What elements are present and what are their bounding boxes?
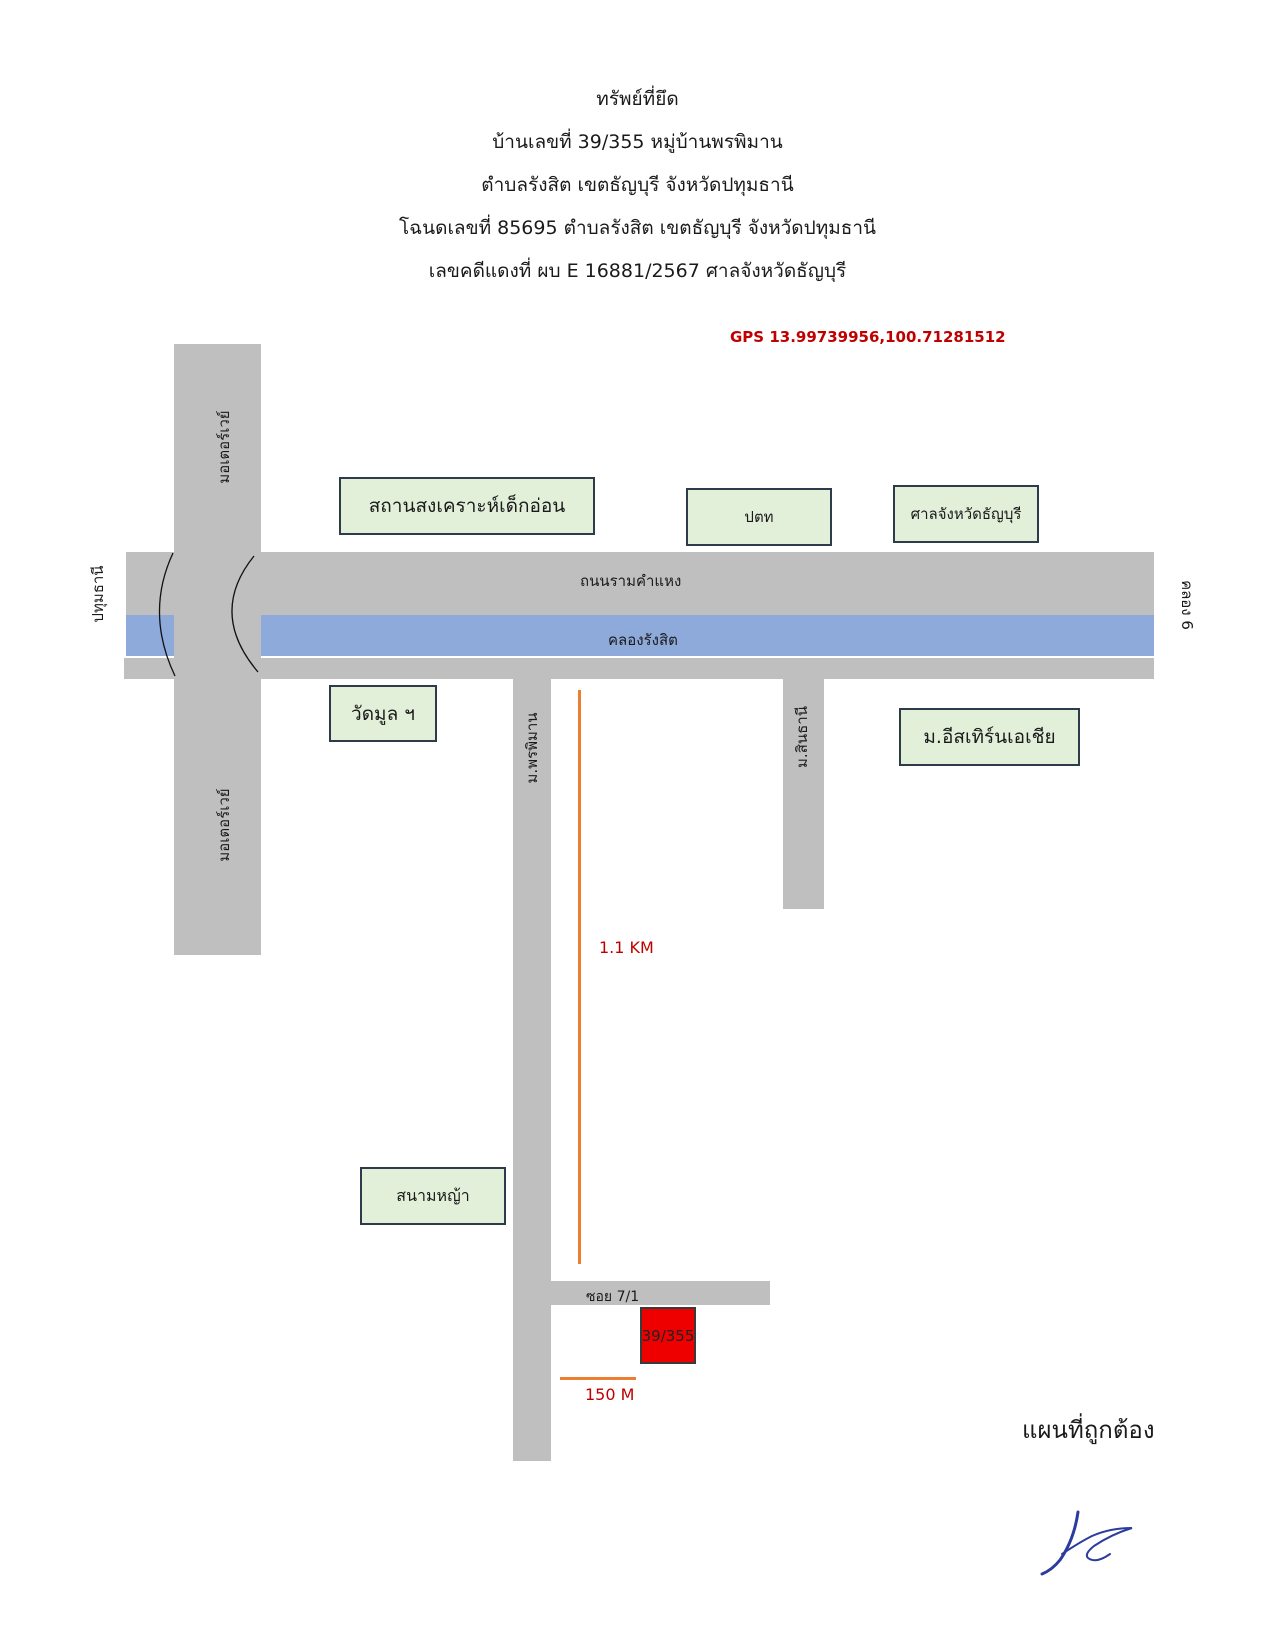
interchange-arcs: [158, 552, 259, 677]
motorway-top-label: มอเตอร์เวย์: [215, 410, 233, 484]
distance-line-long: [578, 690, 581, 1264]
distance-short-label: 150 M: [585, 1385, 635, 1404]
header-title: ทรัพย์ที่ยึด: [596, 88, 679, 110]
khlong-rangsit-canal: [126, 615, 1154, 656]
house-label: 39/355: [641, 1327, 695, 1345]
temple-landmark: วัดมูล ฯ: [329, 685, 437, 742]
header-address: บ้านเลขที่ 39/355 หมู่บ้านพรพิมาน: [492, 131, 783, 153]
court-landmark: ศาลจังหวัดธัญบุรี: [893, 485, 1039, 543]
header-subdistrict: ตำบลรังสิต เขตธัญบุรี จังหวัดปทุมธานี: [481, 174, 794, 196]
khlong6-label: คลอง 6: [1178, 580, 1196, 630]
motorway-road: [174, 344, 261, 955]
sinthani-label: ม.สินธานี: [793, 706, 811, 768]
motorway-bottom-label: มอเตอร์เวย์: [215, 788, 233, 862]
university-landmark: ม.อีสเทิร์นเอเชีย: [899, 708, 1080, 766]
distance-line-short: [560, 1377, 636, 1380]
khlong-rangsit-label: คลองรังสิต: [608, 631, 678, 649]
document-header: ทรัพย์ที่ยึด บ้านเลขที่ 39/355 หมู่บ้านพ…: [0, 78, 1275, 293]
header-deed: โฉนดเลขที่ 85695 ตำบลรังสิต เขตธัญบุรี จ…: [398, 217, 877, 239]
ramkhamhaeng-label: ถนนรามคำแหง: [580, 572, 682, 590]
field-landmark: สนามหญ้า: [360, 1167, 506, 1225]
phonphiman-label: ม.พรพิมาน: [523, 712, 541, 784]
signature-mark: [1040, 1510, 1133, 1576]
ramkhamhaeng-road: [126, 552, 1154, 615]
soi-7-1-label: ซอย 7/1: [586, 1289, 640, 1305]
gas-station-landmark: ปตท: [686, 488, 832, 546]
soi-7-1-road: [551, 1281, 770, 1305]
phonphiman-road: [513, 679, 551, 1461]
gps-coordinates: GPS 13.99739956,100.71281512: [730, 328, 1006, 346]
header-case-number: เลขคดีแดงที่ ผบ E 16881/2567 ศาลจังหวัดธ…: [428, 260, 847, 282]
pathum-thani-label: ปทุมธานี: [89, 565, 107, 623]
canal-side-road: [124, 658, 1154, 679]
orphanage-landmark: สถานสงเคราะห์เด็กอ่อน: [339, 477, 595, 535]
distance-long-label: 1.1 KM: [599, 938, 654, 957]
correct-map-caption: แผนที่ถูกต้อง: [1022, 1416, 1155, 1444]
sinthani-road: [783, 679, 824, 909]
house-marker: 39/355: [640, 1307, 696, 1364]
